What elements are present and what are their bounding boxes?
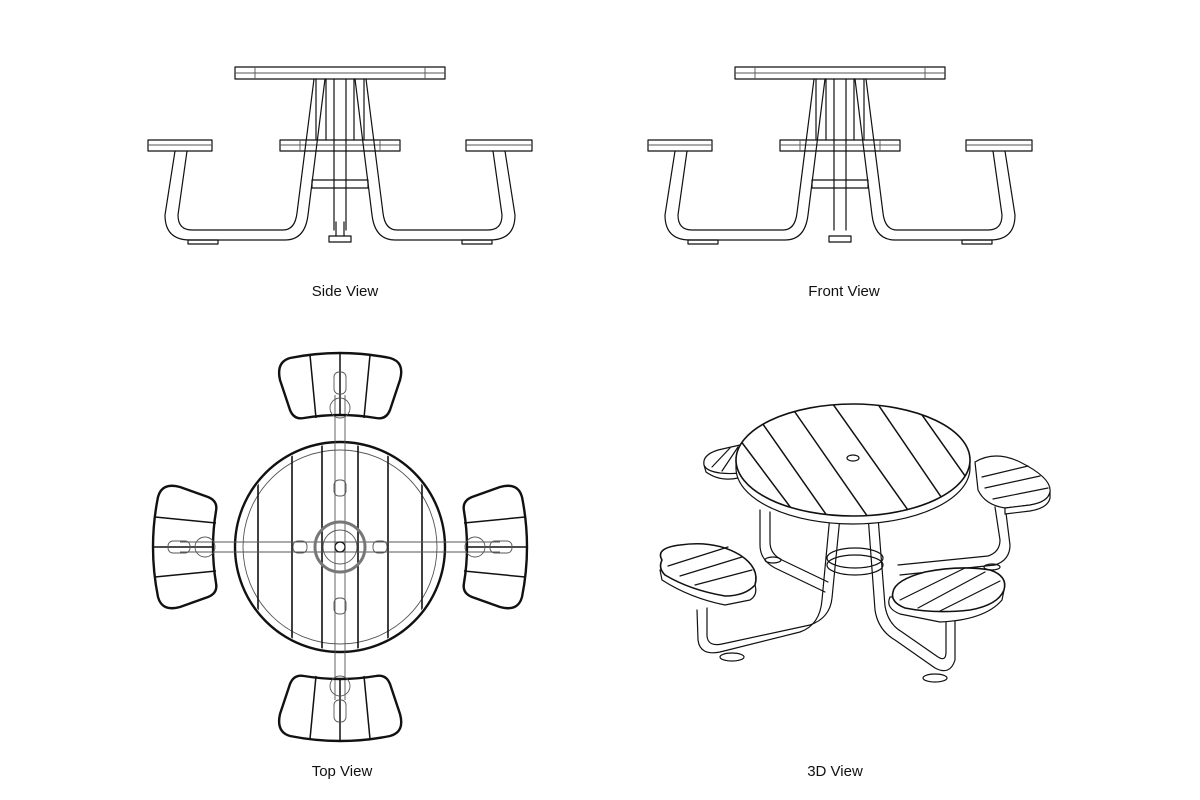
iso-view-panel: 3D View — [600, 330, 1200, 800]
front-view-caption: Front View — [808, 283, 880, 300]
side-pedestal — [311, 78, 369, 243]
front-view-panel: Front View — [500, 0, 1100, 310]
top-seat-north — [277, 351, 403, 420]
top-table — [233, 440, 447, 654]
iso-view-caption: 3D View — [807, 763, 863, 780]
iso-seat-front-left — [659, 542, 757, 606]
top-view-panel: Top View — [0, 330, 600, 800]
front-pedestal — [811, 78, 869, 243]
iso-view-drawing — [659, 403, 1051, 683]
top-frame-cross — [180, 395, 500, 700]
top-seat-west — [151, 484, 218, 610]
side-table-top — [234, 66, 446, 80]
top-seat-east — [462, 484, 529, 610]
side-seats — [147, 139, 533, 152]
front-view-drawing — [647, 66, 1033, 245]
front-frame-legs — [664, 78, 1016, 245]
iso-frame — [696, 504, 1011, 683]
top-view-caption: Top View — [311, 763, 373, 780]
front-table-top — [734, 66, 946, 80]
iso-seat-front-right — [888, 567, 1006, 623]
iso-seat-back-right — [974, 455, 1051, 515]
side-view-caption: Side View — [311, 283, 379, 300]
side-view-drawing — [147, 66, 533, 245]
side-frame-legs — [164, 78, 516, 245]
front-seats — [647, 139, 1033, 152]
top-seat-south — [277, 674, 403, 743]
iso-table — [735, 403, 971, 525]
side-view-panel: Side View — [0, 0, 600, 310]
top-view-drawing — [151, 351, 529, 743]
